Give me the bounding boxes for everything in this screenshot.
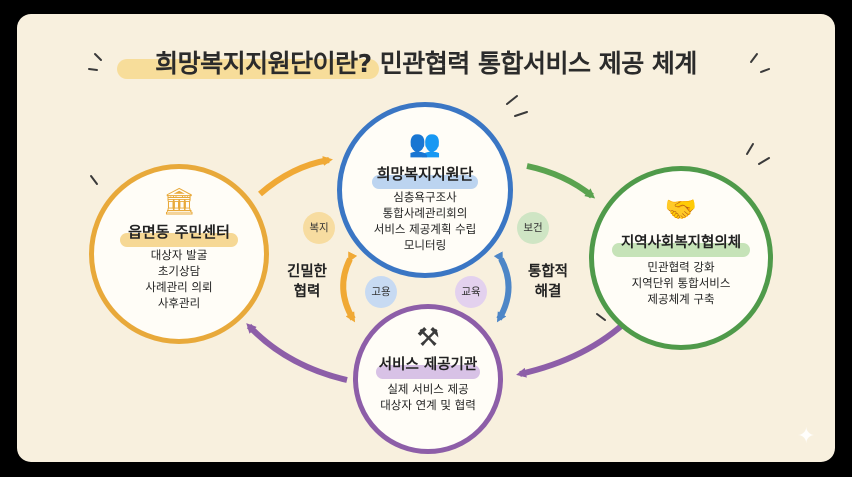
node-lines: 실제 서비스 제공 대상자 연계 및 협력	[358, 381, 498, 413]
node-title: 희망복지지원단	[376, 165, 474, 183]
label-line: 협력	[293, 284, 321, 300]
line-item: 민관협력 강화	[647, 260, 715, 274]
arrow-top-to-right	[526, 163, 596, 199]
title-highlight	[117, 59, 379, 79]
tag-welfare: 복지	[303, 212, 335, 244]
handshake-icon: 🤝	[664, 195, 698, 225]
node-community-welfare-council: 🤝 지역사회복지협의체 민관협력 강화 지역단위 통합서비스 제공체계 구축	[589, 166, 773, 350]
line-item: 대상자 발굴	[150, 248, 208, 262]
line-item: 사례관리 의뢰	[145, 280, 213, 294]
arrow-inner-right	[493, 251, 512, 323]
line-item: 실제 서비스 제공	[387, 382, 469, 396]
line-item: 통합사례관리회의	[382, 206, 468, 220]
title-highlight-right	[612, 243, 750, 257]
label-line: 통합적	[527, 264, 569, 280]
node-title: 읍면동 주민센터	[128, 223, 230, 241]
node-lines: 심층욕구조사 통합사례관리회의 서비스 제공계획 수립 모니터링	[342, 189, 508, 253]
node-hope-welfare-team: 👥 희망복지지원단 심층욕구조사 통합사례관리회의 서비스 제공계획 수립 모니…	[337, 102, 513, 278]
arrow-left-to-top	[258, 156, 333, 197]
arrow-bottom-to-left	[246, 323, 348, 383]
node-lines: 민관협력 강화 지역단위 통합서비스 제공체계 구축	[594, 259, 768, 307]
line-item: 모니터링	[403, 238, 447, 252]
line-item: 서비스 제공계획 수립	[373, 222, 477, 236]
diagram-canvas: 희망복지지원단이란? 민관협력 통합서비스 제공 체계	[17, 14, 835, 462]
line-item: 사후관리	[157, 296, 201, 310]
tag-health: 보건	[517, 212, 549, 244]
node-community-center: 🏛 읍면동 주민센터 대상자 발굴 초기상담 사례관리 의뢰 사후관리	[89, 164, 269, 344]
tag-employment: 고용	[365, 276, 397, 308]
title-highlight-bottom	[376, 365, 480, 379]
label-close-cooperation: 긴밀한 협력	[277, 262, 337, 302]
label-integrated-solution: 통합적 해결	[517, 262, 579, 302]
arrow-inner-left	[340, 251, 358, 323]
tools-icon: ⚒	[416, 323, 440, 353]
sparkle-marks	[88, 53, 770, 321]
line-item: 심층욕구조사	[393, 190, 457, 204]
node-service-provider: ⚒ 서비스 제공기관 실제 서비스 제공 대상자 연계 및 협력	[353, 304, 503, 454]
node-title: 서비스 제공기관	[378, 357, 478, 373]
title-highlight-left	[120, 233, 238, 247]
line-item: 지역단위 통합서비스	[631, 276, 731, 290]
connector-layer	[88, 53, 770, 383]
node-title: 지역사회복지협의체	[620, 235, 742, 251]
node-lines: 대상자 발굴 초기상담 사례관리 의뢰 사후관리	[94, 247, 264, 311]
line-item: 제공체계 구축	[647, 292, 715, 306]
line-item: 대상자 연계 및 협력	[380, 398, 476, 412]
title-highlight-top	[372, 175, 478, 189]
label-line: 긴밀한	[286, 264, 328, 280]
building-icon: 🏛	[162, 187, 196, 217]
label-line: 해결	[534, 284, 562, 300]
people-icon: 👥	[408, 129, 442, 159]
arrow-right-to-bottom	[516, 316, 632, 378]
page-title: 희망복지지원단이란? 민관협력 통합서비스 제공 체계	[155, 49, 697, 78]
sparkle-icon: ✦	[797, 424, 816, 449]
tag-education: 교육	[455, 276, 487, 308]
line-item: 초기상담	[157, 264, 201, 278]
